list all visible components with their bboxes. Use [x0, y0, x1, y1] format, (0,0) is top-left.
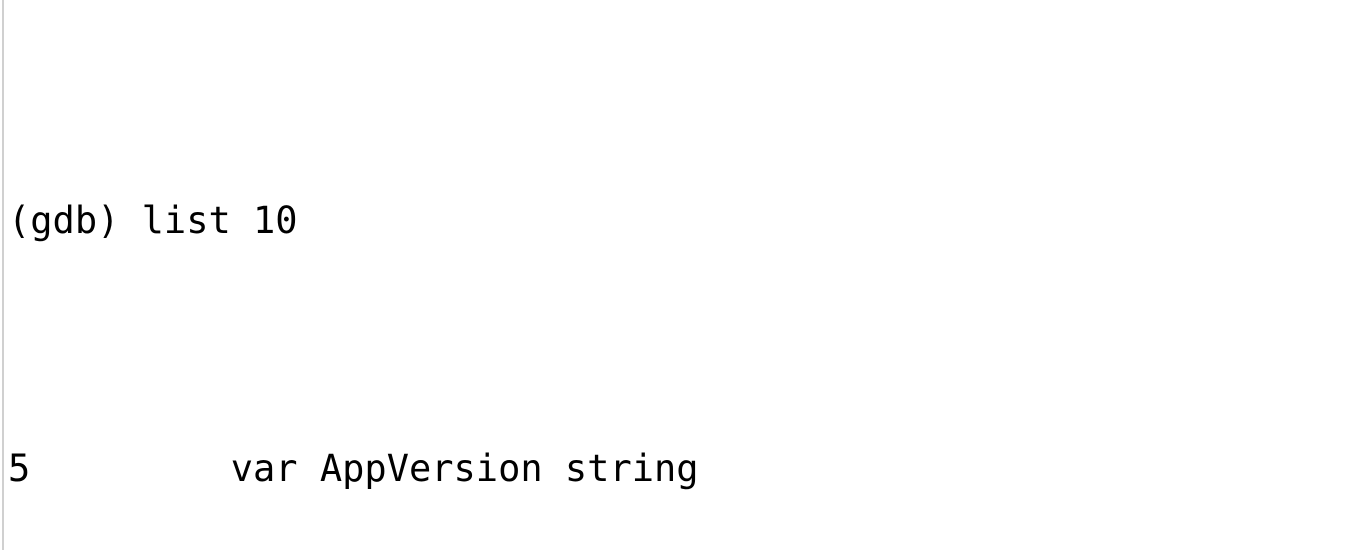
terminal-line-source-5: 5 var AppVersion string: [8, 447, 699, 490]
terminal-screen[interactable]: (gdb) list 10 5 var AppVersion string 6 …: [8, 4, 1372, 550]
terminal-line-command: (gdb) list 10: [8, 199, 298, 242]
window-left-edge-strip: [2, 0, 4, 550]
